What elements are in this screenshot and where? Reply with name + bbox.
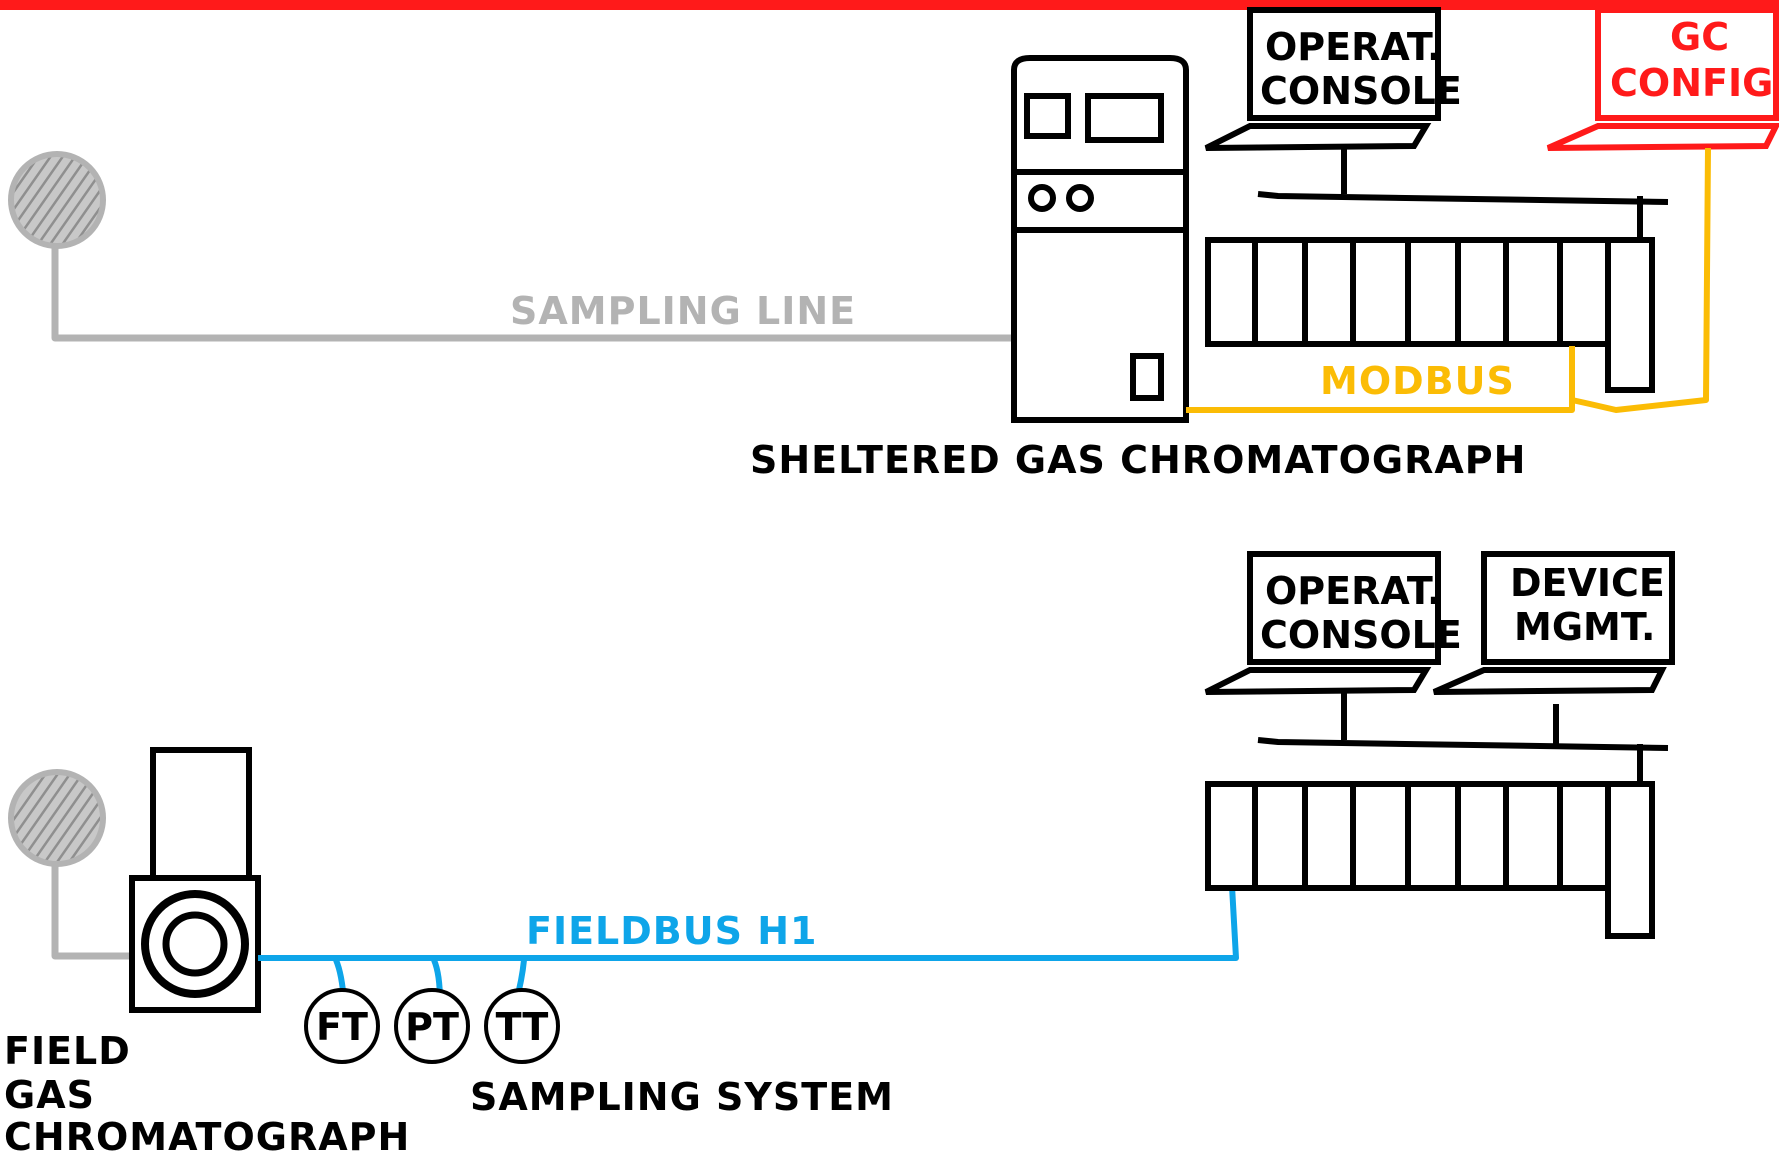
gc-config-laptop [1546,7,1779,151]
field-gc-label-line2: GAS [4,1073,95,1117]
sampling-source-top [8,151,106,249]
controller-rack-bottom [1205,781,1655,939]
controller-rack-top [1205,237,1655,393]
operator-console-top [1204,7,1441,194]
transmitter-tt: TT [484,988,560,1064]
device-mgmt-laptop [1432,551,1675,744]
top-red-bar [0,0,1779,10]
modbus-link [1186,147,1711,413]
sheltered-gc-cabinet [1011,55,1189,423]
modbus-label: MODBUS [1320,359,1515,403]
transmitter-tt-label: TT [496,1005,549,1049]
transmitter-pt-label: PT [405,1005,459,1049]
transmitter-pt: PT [394,988,470,1064]
device-mgmt-line2: MGMT. [1514,605,1655,649]
device-mgmt-line1: DEVICE [1510,561,1665,605]
field-gc-label-line1: FIELD [4,1029,131,1073]
control-network-top [1257,191,1669,244]
operator-console-bottom [1204,551,1441,740]
transmitter-ft-label: FT [316,1005,368,1049]
gc-config-line1: GC [1670,15,1729,59]
sheltered-gc-label: SHELTERED GAS CHROMATOGRAPH [750,438,1526,482]
operator-console-bottom-line2: CONSOLE [1260,613,1462,657]
fieldbus-h1-label: FIELDBUS H1 [526,909,817,953]
sampling-system-label: SAMPLING SYSTEM [470,1075,894,1119]
sampling-line-top [51,246,1028,342]
operator-console-bottom-line1: OPERAT. [1265,569,1441,613]
transmitter-ft: FT [304,988,380,1064]
sampling-line-label: SAMPLING LINE [510,289,856,333]
field-gc-label-line3: CHROMATOGRAPH [4,1115,410,1154]
operator-console-top-line2: CONSOLE [1260,69,1462,113]
gc-config-line2: CONFIG. [1610,61,1779,105]
sampling-source-bottom [8,769,106,867]
sampling-line-bottom [51,864,132,960]
control-network-bottom [1257,737,1669,786]
field-gc [129,747,261,1013]
fieldbus-h1-trunk [258,885,1239,961]
operator-console-top-line1: OPERAT. [1265,25,1441,69]
